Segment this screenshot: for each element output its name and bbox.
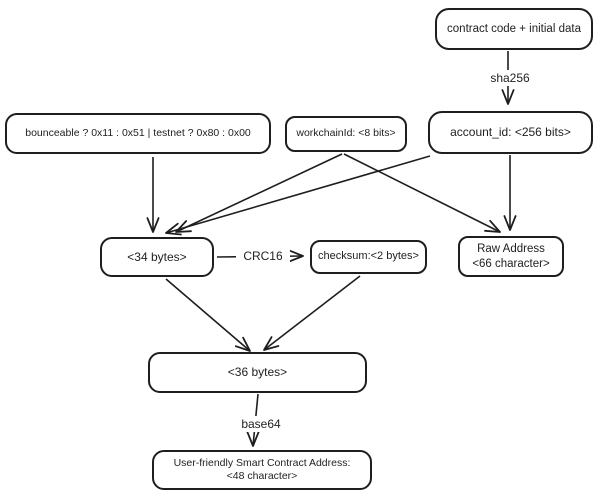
edge-workchain-raw — [343, 153, 501, 233]
arrowhead-sha256 — [501, 89, 515, 105]
node-raw-address-line1: Raw Address — [477, 243, 545, 256]
node-checksum: checksum:<2 bytes> — [310, 240, 427, 274]
arrowhead-checksum-36bytes — [263, 336, 280, 351]
node-contract-code: contract code + initial data — [435, 8, 593, 50]
node-workchain-id: workchainId: <8 bits> — [285, 116, 407, 152]
arrowhead-workchain-34bytes — [175, 220, 192, 233]
node-workchain-id-label: workchainId: <8 bits> — [296, 127, 396, 140]
edge-34bytes-36bytes — [165, 278, 251, 352]
node-bounceable-flags-label: bounceable ? 0x11 : 0x51 | testnet ? 0x8… — [25, 126, 251, 139]
edge-label-sha256: sha256 — [482, 70, 538, 86]
node-account-id-label: account_id: <256 bits> — [450, 125, 571, 139]
node-36-bytes: <36 bytes> — [148, 352, 367, 393]
node-account-id: account_id: <256 bits> — [428, 111, 593, 154]
edge-workchain-34bytes — [175, 153, 343, 233]
edge-label-crc16: CRC16 — [236, 248, 290, 264]
edge-checksum-36bytes — [263, 275, 361, 351]
node-user-friendly-line2: <48 character> — [226, 470, 298, 482]
arrowhead-base64 — [246, 431, 260, 447]
arrowhead-workchain-raw — [484, 219, 501, 233]
node-user-friendly-line1: User-friendly Smart Contract Address: — [173, 456, 351, 469]
arrowhead-34bytes-36bytes — [234, 336, 251, 352]
arrowhead-account-raw — [503, 215, 517, 231]
node-checksum-label: checksum:<2 bytes> — [318, 250, 419, 263]
node-raw-address: Raw Address <66 character> — [458, 236, 564, 277]
node-36-bytes-label: <36 bytes> — [227, 365, 288, 379]
node-bounceable-flags: bounceable ? 0x11 : 0x51 | testnet ? 0x8… — [5, 113, 271, 154]
arrowhead-account-34bytes — [165, 222, 182, 236]
node-user-friendly-address: User-friendly Smart Contract Address: <4… — [152, 450, 372, 490]
edge-label-base64: base64 — [234, 416, 288, 432]
node-34-bytes-label: <34 bytes> — [127, 249, 187, 264]
edge-account-34bytes — [165, 155, 431, 234]
arrowhead-bounceable-34bytes — [146, 217, 160, 233]
node-raw-address-line2: <66 character> — [472, 257, 550, 270]
node-contract-code-label: contract code + initial data — [447, 22, 581, 35]
node-34-bytes: <34 bytes> — [100, 237, 214, 277]
arrowhead-crc16 — [285, 248, 304, 264]
